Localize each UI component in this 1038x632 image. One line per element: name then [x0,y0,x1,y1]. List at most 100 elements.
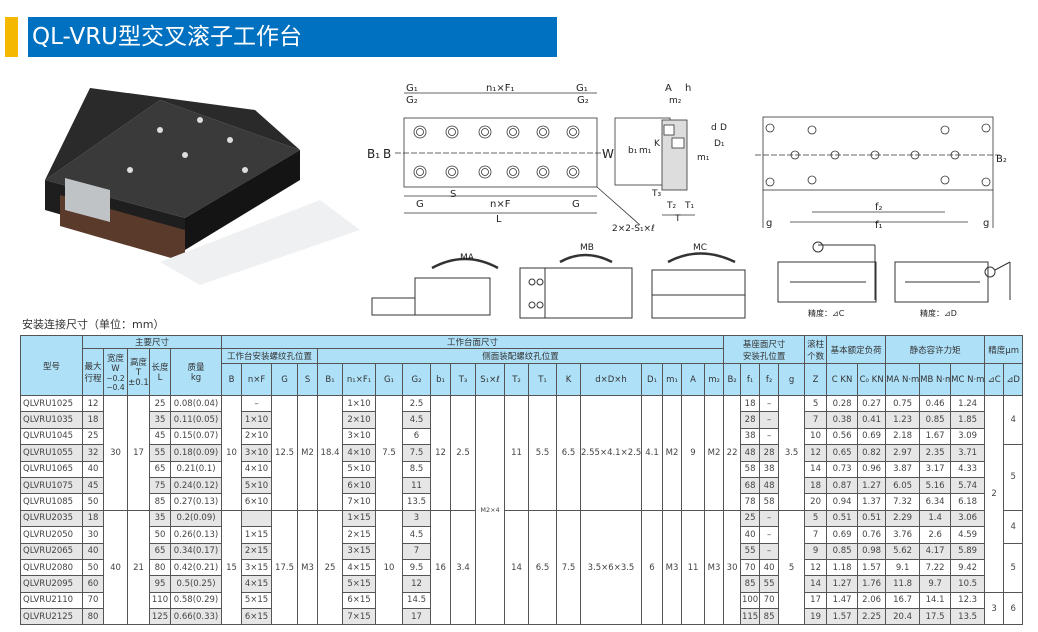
cell-n1F1: 6×10 [342,476,377,495]
base-hole [940,175,950,185]
cell-MC: 3.09 [950,427,986,446]
cell-MA: 9.1 [885,558,921,577]
mount-hole [506,165,520,179]
cell-stroke: 70 [82,591,104,610]
cell-C0: 2.06 [857,591,887,610]
cell-T1: 5.5 [528,395,558,511]
cell-nF: 6×15 [241,608,273,626]
cell-n1F1: 5×10 [342,460,377,478]
cell-model: QLVRU1045 [20,427,83,446]
cell-b1: 16 [430,509,452,626]
header-side-mount: 侧面装配螺纹孔位置 [317,348,725,364]
svg-text:g: g [766,218,772,229]
cell-dDh: 2.55×4.1×2.5 [580,395,643,511]
cell-S: M2 [297,395,319,511]
cell-C0: 0.98 [857,542,887,560]
cell-f2: 55 [759,575,780,593]
cell-C0: 0.76 [857,526,887,544]
base-hole [981,123,991,133]
svg-text:d: d [711,123,717,133]
header-width-line: −0.4 [106,383,125,392]
cell-f2: 40 [759,558,780,577]
svg-text:G₂: G₂ [406,95,418,106]
header-col: n₁×F₁ [342,363,377,396]
header-col: f₁ [740,363,761,396]
header-width-line: W [111,364,120,374]
cell-f2: – [759,394,780,413]
cell-f1: 28 [740,411,761,429]
cell-model: QLVRU1055 [20,444,83,462]
cell-G2: 9.5 [402,558,432,577]
cell-f2: 70 [759,591,780,610]
cell-G2: 14.5 [402,591,432,610]
header-height-line: T [135,368,142,378]
cell-G2: 8.5 [402,460,432,478]
cell-C: 0.87 [826,476,859,495]
cell-stroke: 40 [82,460,104,478]
base-hole [790,150,800,160]
cell-MA: 5.62 [885,542,921,560]
cell-G2: 7.5 [402,444,432,462]
header-static-moment: 静态容许力矩 [885,335,986,364]
cell-S: M3 [297,509,319,626]
cell-stroke: 25 [82,427,104,446]
header-col: m₂ [704,363,725,396]
cell-MC: 4.33 [950,460,986,478]
cell-stroke: 32 [82,444,104,462]
cell-C0: 1.76 [857,575,887,593]
cell-MC: 12.3 [950,591,986,610]
cell-K: 7.5 [556,509,582,626]
cell-n1F1: 4×10 [342,444,377,462]
header-length-line: 长度 [151,363,169,373]
base-hole [807,125,817,135]
cell-MC: 3.71 [950,444,986,462]
spec-table: 型号主要尺寸工作台面尺寸基座面尺寸安装孔位置滚柱个数基本额定负荷静态容许力矩精度… [20,335,1024,626]
cell-C0: 0.27 [857,394,887,413]
svg-text:f₂: f₂ [875,202,883,213]
cell-n1F1: 6×15 [342,591,377,610]
cell-g: 3.5 [778,395,806,511]
svg-text:m₁: m₁ [639,146,652,156]
svg-text:G₂: G₂ [577,95,589,106]
cell-T3: 2.5 [450,395,477,511]
cell-L: 65 [149,542,171,560]
mount-hole [536,165,550,179]
header-mass-line: 质量 [187,363,205,373]
header-col: ⊿D [1003,363,1024,396]
cell-nF: 2×10 [241,427,273,446]
cell-MB: 2.6 [919,526,952,544]
cell-L: 85 [149,493,171,511]
cell-n1F1: 7×10 [342,493,377,511]
cell-f2: 85 [759,608,780,626]
cell-C0: 1.37 [857,493,887,511]
cell-T: 21 [127,509,150,626]
cell-MB: 5.16 [919,476,952,495]
cell-stroke: 18 [82,509,104,528]
svg-text:MC: MC [693,243,707,253]
cell-T1: 6.5 [528,509,558,626]
cell-accuracy-c: 2 [984,395,1005,593]
cell-C: 0.94 [826,493,859,511]
cell-m2: M3 [704,509,725,626]
cell-model: QLVRU2080 [20,558,83,577]
base-hole [940,125,950,135]
cell-L: 65 [149,460,171,478]
cell-C0: 0.96 [857,460,887,478]
base-hole [910,150,920,160]
cell-B: 10 [221,395,243,511]
svg-text:MA: MA [460,253,475,263]
cell-MC: 13.5 [950,608,986,626]
header-roller-count: 滚柱个数 [804,335,828,364]
cell-K: 6.5 [556,395,582,511]
unit-note: 安装连接尺寸（单位：mm） [22,318,165,331]
cell-G2: 12 [402,575,432,593]
cell-MB: 3.17 [919,460,952,478]
cell-MA: 0.75 [885,394,921,413]
cell-f1: 25 [740,509,761,528]
mount-hole [481,128,489,136]
cell-kg: 0.18(0.09) [169,444,223,462]
cell-kg: 0.21(0.1) [169,460,223,478]
